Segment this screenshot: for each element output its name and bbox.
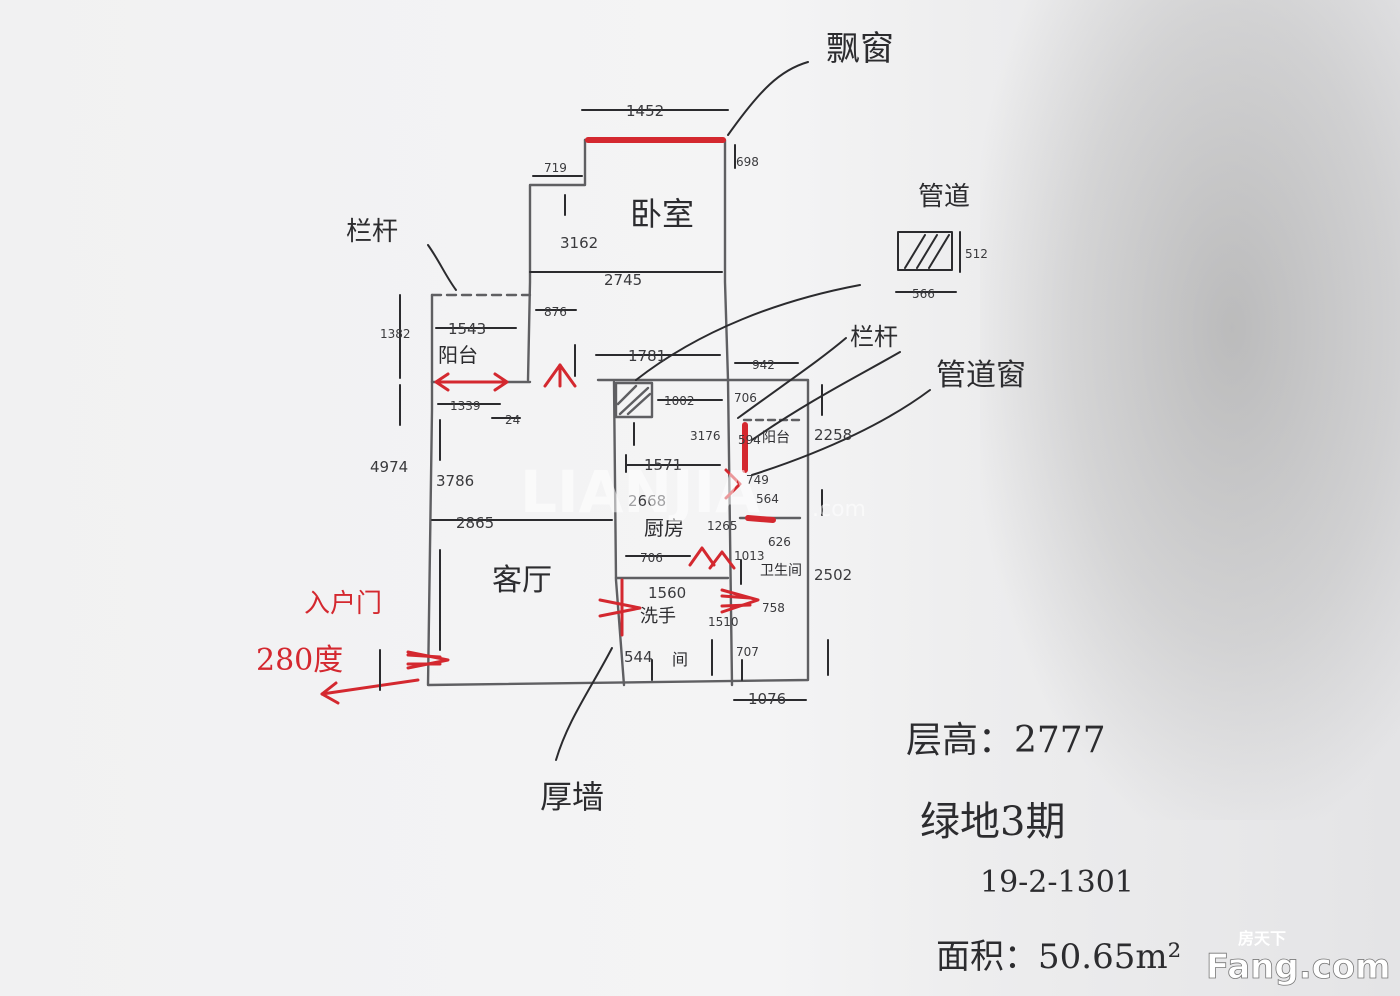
dim: 2668 — [628, 492, 666, 510]
unit-number: 19-2-1301 — [980, 865, 1134, 900]
watermarks: LIANJIA .com 房天下 Fang.com — [520, 458, 1391, 987]
walls — [426, 138, 810, 687]
dim: 2865 — [456, 514, 494, 532]
label-bay-window: 飘窗 — [826, 29, 894, 69]
dim: 749 — [746, 473, 769, 487]
bathroom-window-line — [745, 515, 776, 523]
dim: 544 — [624, 648, 653, 666]
dim: 3162 — [560, 234, 598, 252]
dim: 876 — [544, 305, 567, 319]
info-block: 层高：2777 绿地3期 19-2-1301 面积：50.65m² — [906, 720, 1181, 977]
label-duct-window: 管道窗 — [936, 358, 1026, 393]
logo-cn: 房天下 — [1238, 929, 1286, 948]
dim: 566 — [912, 287, 935, 301]
dim: 1781 — [628, 347, 666, 365]
label-railing-left: 栏杆 — [346, 217, 398, 247]
room-labels: 飘窗 卧室 管道 栏杆 栏杆 管道窗 阳台 阳台 厨房 客厅 卫生间 洗手 间 … — [256, 29, 1026, 816]
label-entry-angle: 280度 — [256, 643, 343, 678]
dim: 512 — [965, 247, 988, 261]
watermark-center: LIANJIA — [520, 458, 760, 526]
area: 面积：50.65m² — [936, 937, 1181, 977]
label-living-room: 客厅 — [492, 563, 552, 598]
dimension-numbers: 1452 698 719 3162 2745 512 566 1382 1543… — [370, 102, 988, 708]
label-thick-wall: 厚墙 — [540, 778, 604, 816]
floor-height: 层高：2777 — [906, 720, 1106, 761]
dimension-arrows — [379, 61, 961, 761]
dim: 626 — [768, 535, 791, 549]
label-balcony-left: 阳台 — [438, 343, 478, 367]
dim: 2258 — [814, 426, 852, 444]
watermark-center-suffix: .com — [812, 497, 866, 522]
dim: 942 — [752, 358, 775, 372]
dim: 1339 — [450, 399, 481, 413]
dim: 4974 — [370, 458, 408, 476]
dim: 1510 — [708, 615, 739, 629]
label-bedroom: 卧室 — [630, 195, 694, 233]
label-entry-door: 入户门 — [304, 589, 382, 619]
dim: 1265 — [707, 519, 738, 533]
label-balcony-right: 阳台 — [762, 430, 790, 446]
label-duct: 管道 — [918, 182, 970, 212]
dim: 3176 — [690, 429, 721, 443]
dim: 1002 — [664, 394, 695, 408]
dim: 1543 — [448, 320, 486, 338]
label-wash-2: 间 — [672, 650, 688, 669]
dim: 758 — [762, 601, 785, 615]
dim: 1076 — [748, 690, 786, 708]
dim: 719 — [544, 161, 567, 175]
dim: 3786 — [436, 472, 474, 490]
dim: 2745 — [604, 271, 642, 289]
label-kitchen: 厨房 — [644, 516, 684, 540]
dim: 594 — [738, 433, 761, 447]
dim: 706 — [734, 391, 757, 405]
dim: 1560 — [648, 584, 686, 602]
dim: 24 — [505, 413, 520, 427]
logo-en: Fang.com — [1206, 947, 1391, 987]
dim: 2502 — [814, 566, 852, 584]
dim: 1382 — [380, 327, 411, 341]
label-wash: 洗手 — [640, 606, 676, 627]
label-railing-right: 栏杆 — [850, 323, 898, 351]
red-markings — [320, 137, 776, 705]
label-bathroom: 卫生间 — [760, 563, 802, 579]
dim: 1571 — [644, 456, 682, 474]
dim: 706 — [640, 551, 663, 565]
dim: 707 — [736, 645, 759, 659]
dim: 1452 — [626, 102, 664, 120]
dim: 1013 — [734, 549, 765, 563]
dim: 564 — [756, 492, 779, 506]
dim: 698 — [736, 155, 759, 169]
project-name: 绿地3期 — [920, 799, 1065, 845]
